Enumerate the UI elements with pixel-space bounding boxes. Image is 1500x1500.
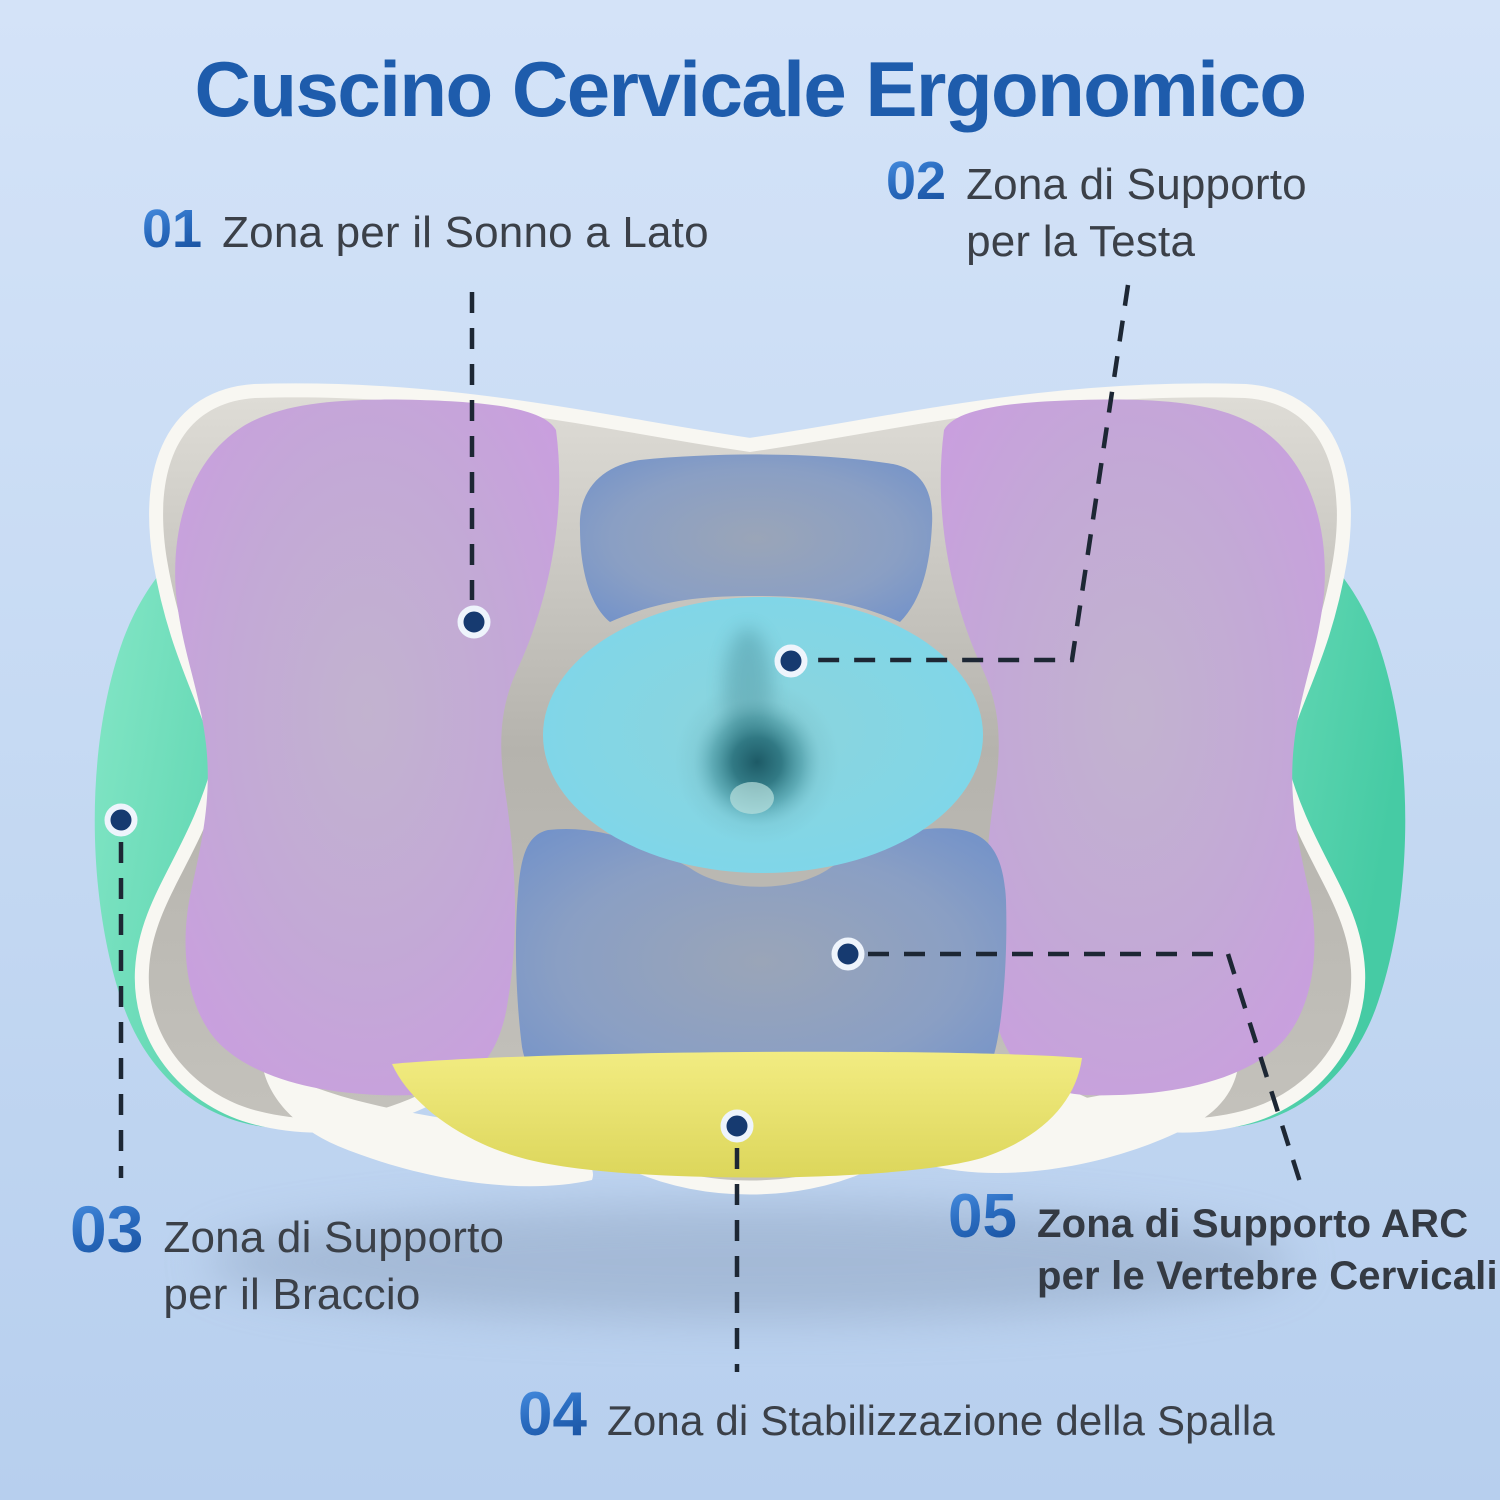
- pillow-shadow: [205, 1204, 1295, 1320]
- zone-number-03: 03: [70, 1192, 144, 1266]
- zone-label-02: 02 Zona di Supporto per la Testa: [886, 151, 1307, 270]
- zone-text-line: Zona di Supporto ARC: [1036, 1202, 1469, 1246]
- marker-dot-02: [774, 644, 808, 678]
- zone-text-05: Zona di Supporto ARC per le Vertebre Cer…: [1037, 1198, 1498, 1302]
- zone-text-04: Zona di Stabilizzazione della Spalla: [607, 1394, 1275, 1449]
- head-dimple-highlight: [730, 782, 774, 814]
- zone-text-line: per il Braccio: [163, 1270, 421, 1320]
- zone-text-line: per la Testa: [966, 217, 1196, 267]
- zone-number-02: 02: [886, 151, 947, 211]
- marker-dot-05: [831, 937, 865, 971]
- zone-text-01: Zona per il Sonno a Lato: [222, 204, 709, 261]
- leader-line-05: [868, 951, 1303, 1183]
- head-rest-upper-zone: [579, 454, 933, 622]
- zone-number-05: 05: [948, 1182, 1017, 1251]
- zone-text-line: Zona di Supporto: [163, 1213, 505, 1262]
- leader-line-02: [814, 284, 1131, 663]
- zone-label-04: 04 Zona di Stabilizzazione della Spalla: [518, 1380, 1275, 1449]
- cervical-support-zone: [515, 828, 1007, 1096]
- zone-label-01: 01 Zona per il Sonno a Lato: [142, 199, 709, 261]
- zone-number-04: 04: [518, 1380, 587, 1449]
- zone-number-01: 01: [142, 199, 203, 259]
- zone-text-line: Zona di Stabilizzazione della Spalla: [606, 1397, 1275, 1444]
- head-dimple: [675, 680, 839, 844]
- leader-lines: [118, 284, 1303, 1372]
- zone-text-02: Zona di Supporto per la Testa: [966, 156, 1307, 270]
- white-fabric-left: [262, 1062, 594, 1187]
- zone-label-05: 05 Zona di Supporto ARC per le Vertebre …: [948, 1182, 1498, 1302]
- marker-dots: [104, 605, 865, 1143]
- side-sleep-zone-left: [175, 399, 560, 1096]
- zone-text-line: Zona di Supporto: [966, 160, 1307, 209]
- zone-text-line: per le Vertebre Cervicali: [1036, 1254, 1498, 1298]
- marker-dot-04: [720, 1109, 754, 1143]
- side-sleep-zone-right: [940, 399, 1325, 1096]
- zone-label-03: 03 Zona di Supporto per il Braccio: [70, 1192, 504, 1323]
- zone-text-line: Zona per il Sonno a Lato: [222, 208, 709, 257]
- page-title: Cuscino Cervicale Ergonomico: [194, 45, 1307, 133]
- marker-dot-01: [457, 605, 491, 639]
- zone-text-03: Zona di Supporto per il Braccio: [163, 1209, 504, 1323]
- marker-dot-03: [104, 803, 138, 837]
